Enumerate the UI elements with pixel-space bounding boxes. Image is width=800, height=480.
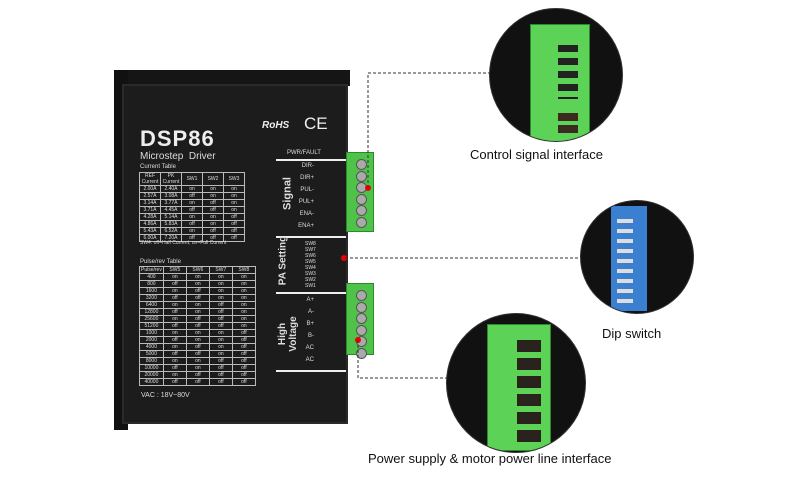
dip-switch-zoom — [580, 200, 694, 314]
control-interface-zoom — [489, 8, 623, 142]
power-terminal-block — [346, 283, 374, 359]
dip-marker-dot — [341, 255, 347, 261]
switch-label: SW6 — [305, 253, 316, 259]
switch-label: SW8 — [305, 241, 316, 247]
table-cell: off — [223, 234, 245, 242]
pulse-table-title: Pulse/rev Table — [140, 259, 181, 265]
pin-label: A+ — [306, 297, 314, 303]
terminal-screw — [356, 216, 367, 228]
vac-rating: VAC : 18V~80V — [141, 392, 190, 399]
current-table-title: Current Table — [140, 164, 176, 170]
terminal-screw — [356, 324, 367, 336]
pin-label: DIR+ — [300, 175, 314, 181]
terminal-screw — [356, 301, 367, 313]
rohs-mark: RoHS — [262, 120, 290, 131]
model-name: DSP86 — [140, 126, 215, 151]
pin-label: B+ — [306, 321, 314, 327]
divider — [276, 370, 346, 372]
terminal-screw — [356, 193, 367, 205]
pin-label: AC — [305, 357, 314, 363]
terminal-screw — [356, 290, 367, 301]
switch-label: SW7 — [305, 247, 316, 253]
divider — [276, 292, 346, 294]
pin-label: ENA- — [299, 211, 314, 217]
table-header-cell: REF Current — [139, 172, 161, 186]
pin-label: AC — [305, 345, 314, 351]
current-note: SW4: off=Half Current; on=Full Current — [140, 240, 227, 246]
terminal-screw — [356, 313, 367, 324]
ce-mark: CE — [304, 114, 328, 133]
pwr-fault-label: PWR/FAULT — [287, 150, 321, 156]
divider — [276, 236, 346, 238]
switch-label: SW4 — [305, 265, 316, 271]
pin-label: ENA+ — [298, 223, 314, 229]
switch-label: SW5 — [305, 259, 316, 265]
power-interface-zoom — [446, 313, 586, 453]
table-cell: off — [231, 378, 256, 386]
pin-label: PUL+ — [298, 199, 314, 205]
terminal-screw — [356, 159, 367, 170]
product-subtitle: Microstep Driver — [140, 151, 216, 162]
signal-terminal-block — [346, 152, 374, 232]
switch-label: SW2 — [305, 277, 316, 283]
driver-flange — [118, 70, 350, 86]
switch-label: SW1 — [305, 283, 316, 289]
terminal-screw — [356, 347, 367, 359]
terminal-screw — [356, 170, 367, 182]
terminal-screw — [356, 205, 367, 216]
control-signal-label: Control signal interface — [470, 147, 603, 162]
power-supply-label: Power supply & motor power line interfac… — [368, 451, 612, 466]
switch-label: SW3 — [305, 271, 316, 277]
pin-label: PUL- — [300, 187, 314, 193]
pin-label: A- — [308, 309, 314, 315]
pin-label: B- — [308, 333, 314, 339]
divider — [276, 159, 346, 161]
pin-label: DIR- — [301, 163, 314, 169]
dip-switch-label: Dip switch — [602, 326, 662, 341]
